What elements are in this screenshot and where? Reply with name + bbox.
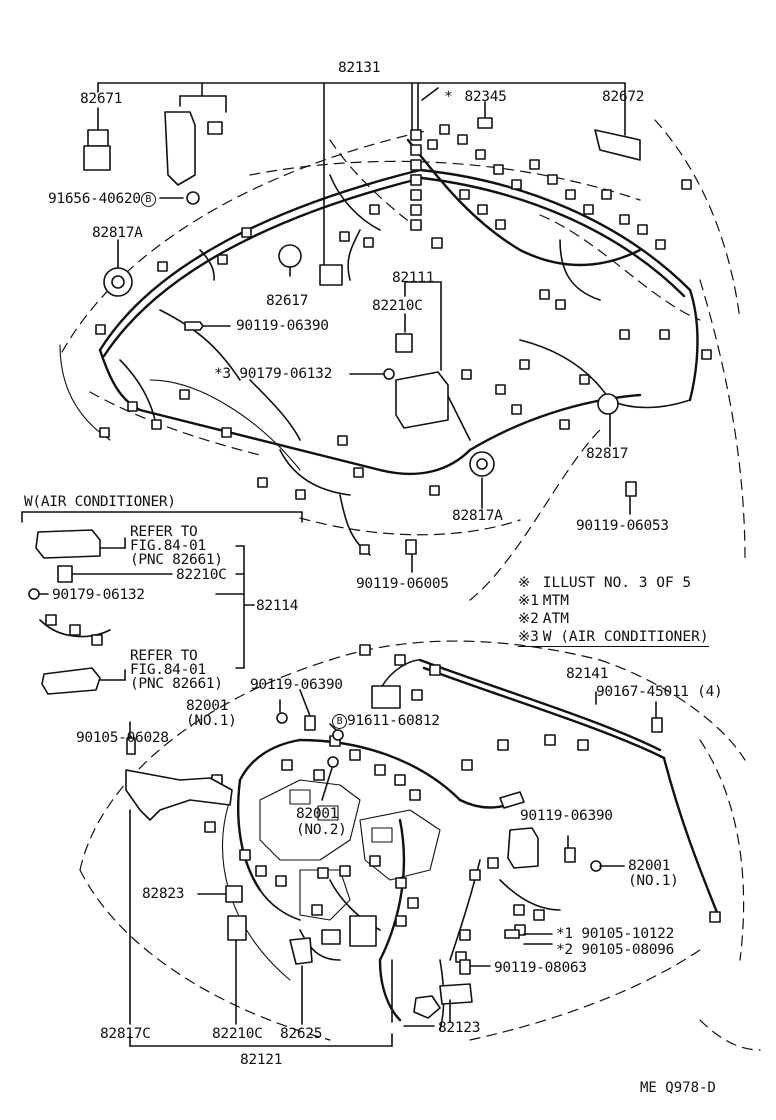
part-number: 90105-10122 [581, 926, 675, 942]
connectors-top [95, 124, 712, 555]
part-label-90119-06053: 90119-06053 [576, 518, 669, 534]
part-label-90105-10122: *1 90105-10122 [556, 926, 674, 942]
leader-lines-top [97, 82, 631, 573]
part-note-no1-left: (NO.1) [186, 713, 237, 729]
fig-ref-label-2: FIG.84-01 [130, 662, 206, 678]
part-number: 82345 [464, 89, 507, 105]
part-label-82210c-bottom: 82210C [212, 1026, 263, 1042]
part-note-no2: (NO.2) [296, 822, 347, 838]
refer-to-label-2: REFER TO [130, 648, 198, 664]
legend: ※ ILLUST NO. 3 OF 5 ※1 MTM ※2 ATM ※3 W (… [518, 574, 709, 647]
badge-b-icon: B [332, 713, 347, 729]
badge-b-icon: B [140, 191, 156, 207]
refer-to-label-1: REFER TO [130, 524, 198, 540]
part-label-90119-06390-right: 90119-06390 [520, 808, 613, 824]
part-label-90119-06390-top: 90119-06390 [236, 318, 329, 334]
part-label-82817a-top: 82817A [92, 225, 143, 241]
leader-lines-bottom [129, 689, 657, 1047]
pnc-ref-label-1: (PNC 82661) [130, 552, 223, 568]
asterisk-marker: *2 [556, 942, 573, 958]
parts-bottom [125, 685, 663, 1019]
part-label-90119-06390-bottom: 90119-06390 [250, 677, 343, 693]
part-label-82817a-mid: 82817A [452, 508, 503, 524]
legend-mark: ※ [518, 575, 531, 591]
part-number: 90179-06132 [239, 366, 333, 382]
part-label-82817: 82817 [586, 446, 629, 462]
asterisk-marker: *1 [556, 926, 573, 942]
part-label-90179-06132-top: *3 90179-06132 [214, 366, 332, 382]
legend-mark: ※3 [518, 629, 539, 645]
part-label-82210c-top: 82210C [372, 298, 423, 314]
part-label-82141: 82141 [566, 666, 609, 682]
legend-row: ※ ILLUST NO. 3 OF 5 [518, 574, 709, 592]
drawing-code: ME Q978-D [640, 1080, 716, 1096]
part-label-82617: 82617 [266, 293, 309, 309]
legend-text: ATM [542, 611, 569, 627]
part-number: 90105-08096 [581, 942, 675, 958]
part-label-82817c: 82817C [100, 1026, 151, 1042]
part-label-82001-no2: 82001 [296, 806, 339, 822]
pnc-ref-label-2: (PNC 82661) [130, 676, 223, 692]
part-label-82671: 82671 [80, 91, 123, 107]
legend-text: W (AIR CONDITIONER) [542, 629, 709, 645]
body-outline-bottom [79, 640, 761, 1051]
legend-row: ※2 ATM [518, 610, 709, 628]
connectors-bottom [204, 644, 721, 963]
legend-text: ILLUST NO. 3 OF 5 [542, 575, 692, 591]
part-label-90119-06005: 90119-06005 [356, 576, 449, 592]
part-number: 91611-60812 [347, 713, 440, 729]
part-label-82625: 82625 [280, 1026, 323, 1042]
part-label-90179-06132-ac: 90179-06132 [52, 587, 145, 603]
parts-top [83, 111, 641, 555]
part-label-82672: 82672 [602, 89, 645, 105]
ac-section-drawing [21, 511, 303, 695]
part-label-82123: 82123 [438, 1020, 481, 1036]
engine-block-outline [259, 779, 441, 921]
part-label-82001-no1-left: 82001 [186, 698, 229, 714]
legend-mark: ※1 [518, 593, 539, 609]
part-label-82121: 82121 [240, 1052, 283, 1068]
part-label-82131: 82131 [338, 60, 381, 76]
part-note-no1-right: (NO.1) [628, 873, 679, 889]
asterisk-marker: *3 [214, 366, 231, 382]
part-label-82001-no1-right: 82001 [628, 858, 671, 874]
part-label-90105-08096: *2 90105-08096 [556, 942, 674, 958]
legend-text: MTM [542, 593, 569, 609]
part-label-82111: 82111 [392, 270, 435, 286]
part-label-90167-45011: 90167-45011 (4) [596, 684, 723, 700]
part-label-82823: 82823 [142, 886, 185, 902]
part-number: 91656-40620 [48, 191, 141, 207]
section-title-ac: W(AIR CONDITIONER) [24, 494, 176, 510]
fig-ref-label-1: FIG.84-01 [130, 538, 206, 554]
part-label-90105-06028: 90105-06028 [76, 730, 169, 746]
asterisk-marker: * [444, 89, 453, 105]
legend-row: ※3 W (AIR CONDITIONER) [518, 628, 709, 647]
legend-mark: ※2 [518, 611, 539, 627]
part-label-82210c-ac: 82210C [176, 567, 227, 583]
part-label-90119-08063: 90119-08063 [494, 960, 587, 976]
part-label-82345: * 82345 [444, 89, 507, 105]
part-label-82114: 82114 [256, 598, 299, 614]
legend-row: ※1 MTM [518, 592, 709, 610]
